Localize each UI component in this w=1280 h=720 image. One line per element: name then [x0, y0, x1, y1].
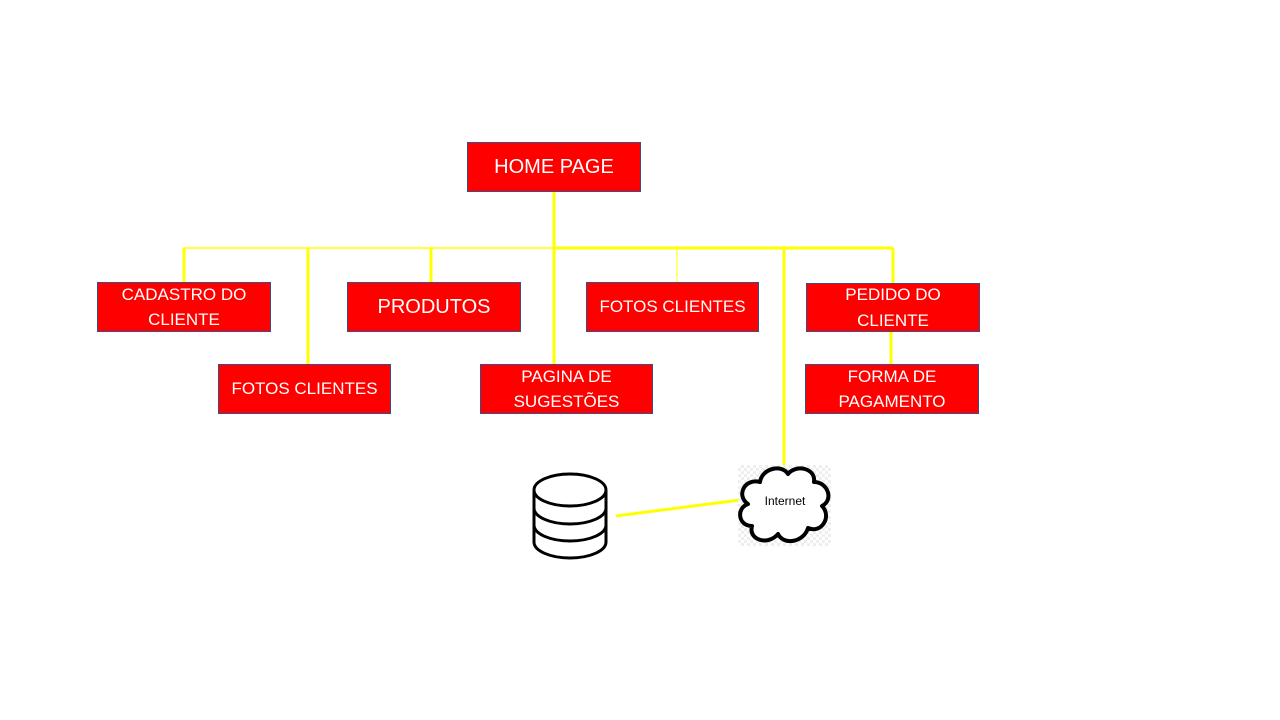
cloud-icon [738, 466, 831, 544]
node-produtos-label: PRODUTOS [377, 296, 491, 318]
node-pedido-label: PEDIDO DO CLIENTE [845, 285, 941, 330]
node-pagina-label: PAGINA DE SUGESTÕES [513, 366, 620, 412]
node-fotos-clientes-2: FOTOS CLIENTES [218, 364, 391, 414]
node-fotos-clientes-2-label: FOTOS CLIENTES [231, 379, 378, 399]
node-home-page: HOME PAGE [467, 142, 641, 192]
node-home-page-label: HOME PAGE [494, 156, 614, 178]
node-pagina-de-sugestoes: PAGINA DE SUGESTÕES [480, 364, 653, 414]
connector-db-internet [615, 498, 741, 518]
node-pedido-do-cliente: PEDIDO DO CLIENTE [806, 283, 980, 332]
node-forma-de-pagamento: FORMA DE PAGAMENTO [805, 364, 979, 414]
node-fotos-clientes-1: FOTOS CLIENTES [586, 282, 759, 332]
node-forma-label: FORMA DE PAGAMENTO [838, 366, 946, 412]
node-cadastro-label: CADASTRO DO CLIENTE [121, 284, 247, 330]
node-cadastro-do-cliente: CADASTRO DO CLIENTE [97, 282, 271, 332]
node-fotos-clientes-1-label: FOTOS CLIENTES [599, 297, 746, 317]
node-produtos: PRODUTOS [347, 282, 521, 332]
database-icon [532, 472, 608, 560]
cloud-label: Internet [764, 494, 806, 508]
